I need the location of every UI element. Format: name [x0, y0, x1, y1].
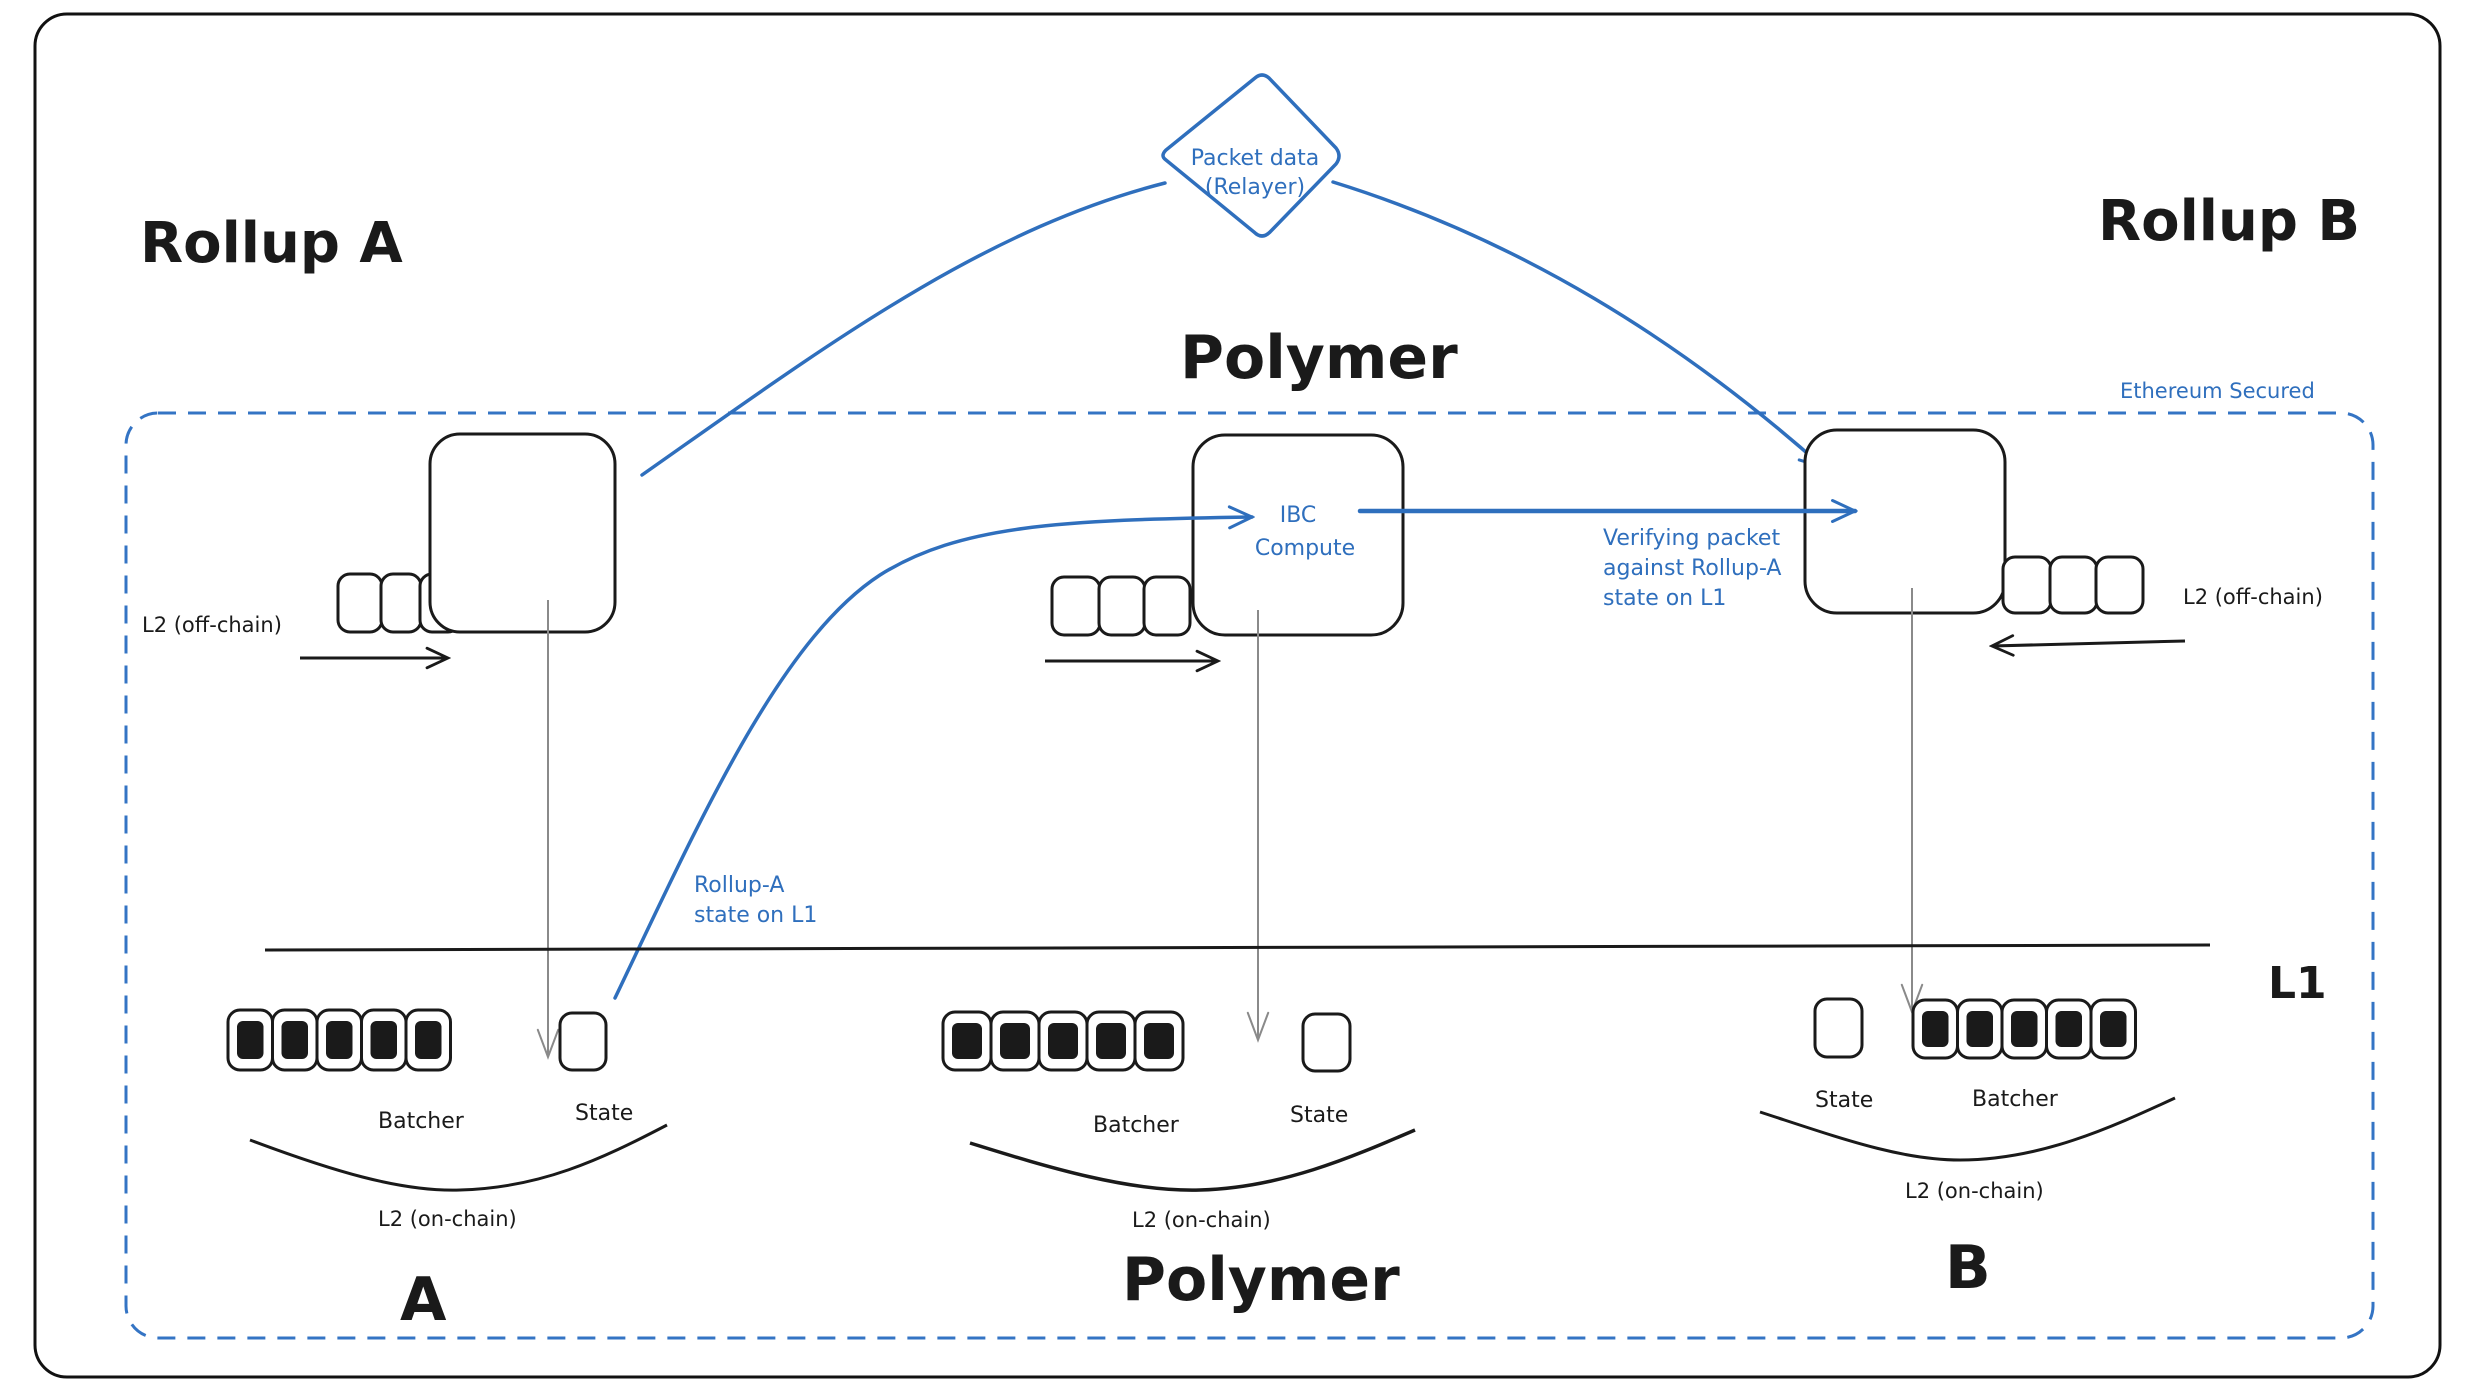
onchain-polymer-batch-block-fill	[1048, 1023, 1078, 1059]
onchain-polymer-batch-block-fill	[1000, 1023, 1030, 1059]
onchain-a-bracket	[249, 1123, 668, 1192]
rollup-b-offchain-arrow	[1992, 641, 2186, 646]
onchain-b-name: B	[1945, 1233, 1991, 1303]
onchain-b-batch-block-fill	[2055, 1011, 2082, 1047]
onchain-b-group-label: L2 (on-chain)	[1905, 1179, 2044, 1203]
onchain-a-batcher[interactable]	[226, 1008, 452, 1072]
onchain-b-batch-block-fill	[1966, 1011, 1993, 1047]
onchain-a-batch-block-fill	[326, 1021, 353, 1059]
onchain-polymer-batcher-label: Batcher	[1093, 1113, 1180, 1138]
ethereum-secured-region	[124, 411, 2375, 1340]
onchain-polymer-batch-block-fill	[1144, 1023, 1174, 1059]
onchain-b-bracket	[1759, 1096, 2176, 1162]
relayer-label-line1: Packet data	[1191, 146, 1320, 171]
ibc-compute-line2: Compute	[1255, 536, 1355, 561]
onchain-b-batch-block-fill	[2100, 1011, 2127, 1047]
rollup-a-queue-block	[336, 572, 384, 634]
rollup-a-node[interactable]	[336, 432, 617, 634]
rollup-a-title: Rollup A	[140, 211, 403, 276]
onchain-polymer-bracket	[969, 1128, 1416, 1192]
rollup-a-offchain-label: L2 (off-chain)	[142, 613, 282, 637]
verifying-annotation-line3: state on L1	[1603, 586, 1726, 611]
polymer-queue-block	[1050, 575, 1102, 637]
polymer-title: Polymer	[1180, 323, 1458, 393]
rollup-a-state-to-ibc-arrow	[613, 517, 1252, 1000]
rollup-b-title: Rollup B	[2098, 189, 2360, 254]
onchain-polymer-state-label: State	[1290, 1103, 1348, 1128]
onchain-polymer-batch-block-fill	[952, 1023, 982, 1059]
rollup-a-queue-block	[379, 572, 423, 634]
onchain-b-batch-block-fill	[2011, 1011, 2038, 1047]
rollup-b-queue-block	[2048, 555, 2099, 615]
relayer-label-line2: (Relayer)	[1205, 175, 1305, 200]
l1-label: L1	[2268, 958, 2327, 1009]
ethereum-secured-label: Ethereum Secured	[2120, 379, 2315, 403]
relayer-node[interactable]: Packet data (Relayer)	[1161, 73, 1341, 238]
polymer-node[interactable]: IBC Compute	[1050, 433, 1405, 637]
onchain-b-state-label: State	[1815, 1088, 1873, 1113]
rollup-b-queue-block	[2001, 555, 2053, 615]
rollup-a-box	[428, 432, 617, 634]
canvas-frame	[33, 12, 2442, 1379]
rollup-b-node[interactable]	[1803, 428, 2145, 615]
onchain-polymer-batcher[interactable]	[941, 1010, 1185, 1072]
onchain-b-batch-block-fill	[1922, 1011, 1949, 1047]
onchain-polymer-state-box[interactable]	[1301, 1012, 1352, 1073]
rollup-a-state-annotation-line1: Rollup-A	[694, 873, 784, 898]
rollup-b-offchain-label: L2 (off-chain)	[2183, 585, 2323, 609]
onchain-polymer-group-label: L2 (on-chain)	[1132, 1208, 1271, 1232]
onchain-polymer-batch-block-fill	[1096, 1023, 1126, 1059]
rollup-b-box	[1803, 428, 2007, 615]
onchain-polymer-name: Polymer	[1122, 1245, 1400, 1315]
onchain-a-name: A	[400, 1265, 447, 1335]
relayer-diamond	[1161, 73, 1341, 238]
relayer-line-from-rollup-a	[640, 181, 1167, 477]
polymer-queue-block	[1142, 575, 1192, 637]
onchain-a-batch-block-fill	[237, 1021, 264, 1059]
ibc-compute-line1: IBC	[1280, 503, 1317, 528]
onchain-a-batch-block-fill	[415, 1021, 442, 1059]
verifying-annotation-line1: Verifying packet	[1603, 526, 1780, 551]
l1-baseline	[264, 943, 2211, 952]
rollup-b-queue-block	[2094, 555, 2145, 615]
onchain-a-group-label: L2 (on-chain)	[378, 1207, 517, 1231]
rollup-a-state-annotation-line2: state on L1	[694, 903, 817, 928]
onchain-a-batcher-label: Batcher	[378, 1109, 465, 1134]
polymer-queue-block	[1097, 575, 1147, 637]
onchain-b-batcher-label: Batcher	[1972, 1087, 2059, 1112]
onchain-a-batch-block-fill	[281, 1021, 308, 1059]
onchain-b-state-box[interactable]	[1813, 997, 1864, 1059]
onchain-a-state-box[interactable]	[558, 1011, 608, 1072]
relayer-arrow-to-rollup-b	[1331, 180, 1823, 467]
onchain-a-state-label: State	[575, 1101, 633, 1126]
onchain-a-batch-block-fill	[370, 1021, 397, 1059]
polymer-ibc-box	[1191, 433, 1405, 637]
onchain-b-batcher[interactable]	[1911, 998, 2137, 1060]
verifying-annotation-line2: against Rollup-A	[1603, 556, 1781, 581]
